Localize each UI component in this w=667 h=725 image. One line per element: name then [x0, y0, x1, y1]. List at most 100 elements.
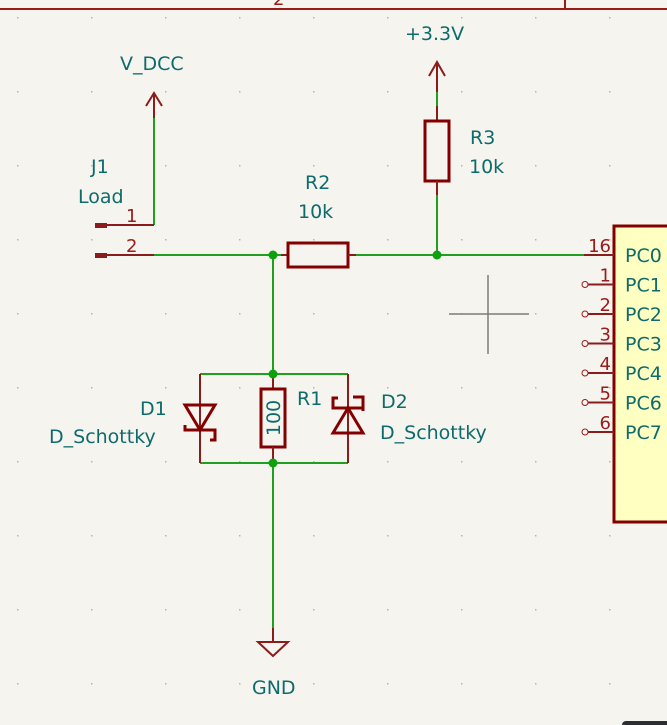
grid-dot: [535, 387, 537, 389]
ic-pin-number: 6: [600, 413, 611, 434]
resistor-r1[interactable]: 100 R1: [259, 374, 322, 463]
grid-dot: [461, 165, 463, 167]
grid-dot: [239, 165, 241, 167]
reference-r2: R2: [305, 172, 330, 194]
ic-pin-name: PC3: [625, 334, 662, 356]
grid-dot: [609, 239, 611, 241]
grid-dot: [17, 535, 19, 537]
grid: [17, 17, 611, 685]
junction-dot: [268, 250, 278, 260]
grid-dot: [387, 91, 389, 93]
grid-dot: [17, 387, 19, 389]
grid-dot: [165, 609, 167, 611]
power-gnd[interactable]: GND: [252, 628, 296, 699]
grid-dot: [239, 17, 241, 19]
resistor-r3[interactable]: R3 10k: [423, 106, 504, 195]
ic-pin-name: PC6: [625, 393, 662, 415]
grid-dot: [17, 609, 19, 611]
diode-triangle-icon: [330, 405, 366, 435]
grid-dot: [17, 91, 19, 93]
grid-dot: [313, 313, 315, 315]
grid-dot: [535, 17, 537, 19]
grid-dot: [91, 609, 93, 611]
unconnected-pin-icon[interactable]: [581, 399, 589, 406]
reference-d1: D1: [140, 398, 167, 420]
grid-dot: [461, 535, 463, 537]
value-d1: D_Schottky: [49, 426, 156, 448]
ic-pin-number: 4: [600, 354, 611, 375]
power-arrow-icon: [428, 59, 446, 77]
grid-dot: [165, 535, 167, 537]
grid-dot: [313, 683, 315, 685]
grid-dot: [91, 313, 93, 315]
value-j1: Load: [78, 186, 124, 208]
grid-dot: [17, 17, 19, 19]
resistor-r2[interactable]: R2 10k: [281, 172, 356, 269]
grid-dot: [535, 683, 537, 685]
power-label-gnd: GND: [252, 677, 296, 699]
reference-r1: R1: [297, 388, 322, 410]
grid-dot: [609, 461, 611, 463]
grid-dot: [165, 461, 167, 463]
diode-triangle-icon: [182, 403, 218, 433]
grid-dot: [535, 91, 537, 93]
ic-pin-number: 1: [600, 266, 611, 287]
schottky-hook: [353, 395, 365, 408]
grid-dot: [461, 17, 463, 19]
grid-dot: [535, 239, 537, 241]
grid-dot: [387, 239, 389, 241]
grid-dot: [535, 461, 537, 463]
grid-dot: [609, 165, 611, 167]
grid-dot: [17, 239, 19, 241]
grid-dot: [239, 387, 241, 389]
grid-dot: [313, 609, 315, 611]
power-vdcc[interactable]: V_DCC: [120, 53, 184, 118]
power-label-3v3: +3.3V: [405, 23, 464, 45]
unconnected-pin-icon[interactable]: [581, 281, 589, 288]
power-3v3[interactable]: +3.3V: [405, 23, 464, 92]
grid-dot: [91, 387, 93, 389]
grid-dot: [313, 239, 315, 241]
grid-dot: [609, 387, 611, 389]
grid-dot: [313, 17, 315, 19]
grid-dot: [239, 91, 241, 93]
grid-dot: [535, 609, 537, 611]
value-r1: 100: [263, 400, 285, 436]
grid-dot: [609, 535, 611, 537]
connector-j1[interactable]: 1 2 J1 Load: [78, 156, 154, 258]
ic-pin-name: PC7: [625, 422, 662, 444]
unconnected-pin-icon[interactable]: [581, 310, 589, 318]
ic-pin-name: PC0: [625, 245, 662, 267]
grid-dot: [239, 535, 241, 537]
grid-dot: [165, 91, 167, 93]
pin-number: 1: [126, 206, 137, 227]
grid-dot: [91, 165, 93, 167]
grid-dot: [609, 17, 611, 19]
value-d2: D_Schottky: [380, 422, 487, 444]
diode-d1[interactable]: D1 D_Schottky: [49, 374, 218, 463]
junction-dot: [432, 250, 442, 260]
grid-dot: [165, 239, 167, 241]
ic-pin-name: PC1: [625, 275, 662, 297]
grid-dot: [91, 535, 93, 537]
grid-dot: [461, 609, 463, 611]
grid-dot: [535, 535, 537, 537]
grid-dot: [91, 461, 93, 463]
grid-dot: [387, 683, 389, 685]
diode-d2[interactable]: D2 D_Schottky: [330, 374, 487, 463]
ic-pin-number: 3: [600, 325, 611, 346]
ic-pin-name: PC4: [625, 363, 662, 385]
unconnected-pin-icon[interactable]: [581, 428, 589, 436]
grid-dot: [609, 683, 611, 685]
gnd-icon: [255, 641, 291, 658]
grid-dot: [17, 683, 19, 685]
schottky-bar-icon: [331, 396, 365, 411]
unconnected-pin-icon[interactable]: [581, 369, 589, 377]
grid-dot: [313, 387, 315, 389]
grid-dot: [17, 165, 19, 167]
unconnected-pin-icon[interactable]: [581, 340, 589, 347]
power-arrow-icon: [145, 91, 163, 107]
